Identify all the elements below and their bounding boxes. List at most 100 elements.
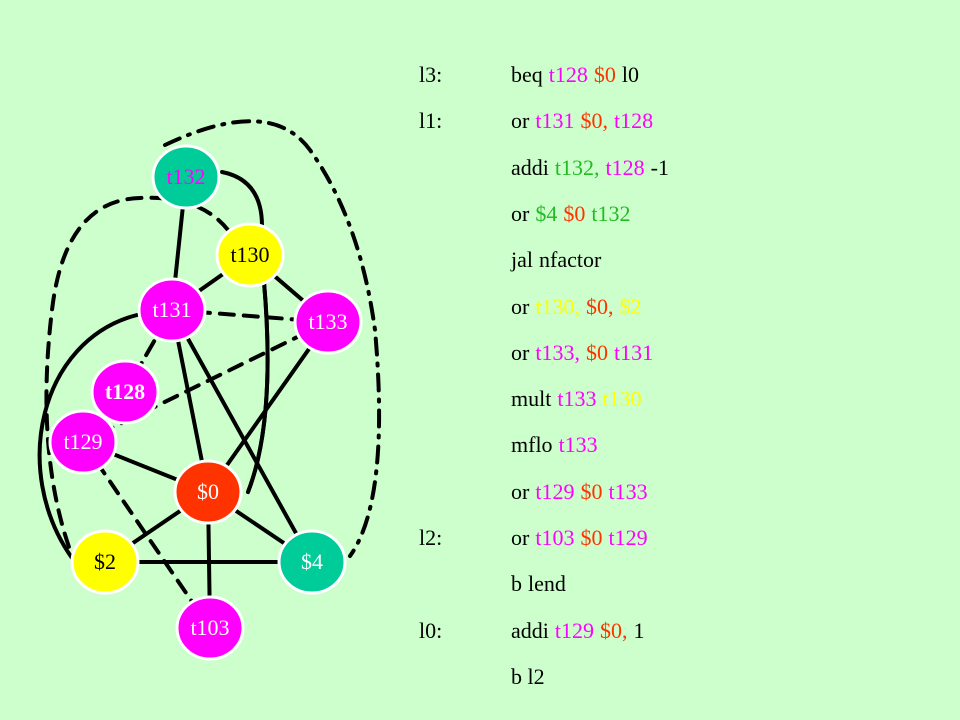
node-t133: t133 (293, 289, 363, 355)
code-token: t133, (535, 339, 580, 365)
edge-t133-r0 (206, 320, 330, 494)
code-token: $0, (600, 617, 628, 643)
code-token: or (511, 478, 530, 504)
edge-t130-r0 (246, 280, 270, 494)
code-token: l0 (621, 62, 640, 87)
node-label: $4 (301, 549, 323, 574)
code-token: t130 (602, 386, 642, 412)
code-label: l2: (419, 525, 443, 550)
node-circle (48, 409, 118, 475)
node-circle (90, 359, 160, 425)
code-token: t131 (535, 108, 575, 134)
code-token: b l2 (511, 663, 545, 689)
code-token: lend (528, 571, 566, 597)
node-circle (173, 459, 243, 525)
code-token: t131 (613, 339, 654, 365)
code-token: mflo (511, 432, 553, 458)
code-token: t133 (608, 478, 648, 504)
code-label: l3: (419, 62, 443, 87)
node-circle (293, 289, 363, 355)
node-t103: t103 (175, 595, 245, 661)
code-token: t128 (548, 62, 588, 87)
code-token: t103 (535, 525, 575, 550)
code-token: $2 (619, 293, 642, 319)
node-label: t130 (230, 242, 269, 267)
code-label: l1: (419, 108, 443, 134)
code-token: $0 (585, 339, 608, 365)
code-token: 1 (633, 617, 645, 643)
code-token: t129 (554, 617, 595, 643)
code-token: addi (511, 617, 549, 643)
code-token: mult (511, 386, 552, 412)
code-token: $0 (563, 200, 586, 226)
code-token: b (511, 571, 522, 597)
edge-t132-r4 (163, 119, 382, 558)
edge-t131-r2 (37, 313, 139, 560)
code-token: or (511, 200, 530, 226)
code-token: or (511, 339, 530, 365)
edge-t129-t103 (81, 440, 212, 630)
code-token: $0 (580, 525, 603, 550)
code-token: t129 (608, 525, 648, 550)
code-token: addi (511, 154, 549, 180)
node-r0: $0 (173, 459, 243, 525)
node-circle (175, 595, 245, 661)
node-circle (277, 529, 347, 595)
node-r4: $4 (277, 529, 347, 595)
code-token: nfactor (539, 247, 602, 273)
code-token: jal (511, 247, 533, 273)
code-token: t128 (605, 154, 645, 180)
node-label: $0 (197, 479, 219, 504)
code-label: l0: (419, 617, 443, 643)
node-t130: t130 (215, 222, 285, 288)
node-label: t129 (63, 429, 102, 454)
node-t132: t132 (151, 144, 221, 210)
node-circle (70, 529, 140, 595)
node-label: t128 (105, 379, 145, 404)
code-token: $0, (585, 293, 614, 319)
node-circle (215, 222, 285, 288)
code-token: $4 (535, 200, 558, 226)
code-token: t133 (558, 432, 598, 458)
code-instruction: b l2 (511, 662, 551, 692)
node-label: t132 (166, 164, 205, 189)
code-token: t128 (613, 108, 654, 134)
code-token: or (511, 293, 530, 319)
code-instruction: jal nfactor (511, 245, 607, 275)
code-token: t130, (535, 293, 580, 319)
node-label: $2 (94, 549, 116, 574)
node-label: t131 (152, 297, 191, 322)
node-circle (137, 277, 207, 343)
node-t128: t128 (90, 359, 160, 425)
code-token: t129 (535, 478, 575, 504)
code-token: or (511, 108, 530, 134)
edge-t132-t130 (220, 170, 264, 228)
node-label: t133 (308, 309, 347, 334)
code-token: $0 (593, 62, 616, 87)
node-label: t103 (190, 615, 229, 640)
code-token: $0, (580, 108, 608, 134)
code-token: or (511, 525, 530, 550)
code-token: beq (511, 62, 543, 87)
node-t131: t131 (137, 277, 207, 343)
edge-t131-r4 (170, 308, 314, 564)
node-circle (151, 144, 221, 210)
code-token: t132 (591, 200, 631, 226)
code-token: t133 (557, 386, 597, 412)
node-r2: $2 (70, 529, 140, 595)
code-token: $0 (580, 478, 603, 504)
